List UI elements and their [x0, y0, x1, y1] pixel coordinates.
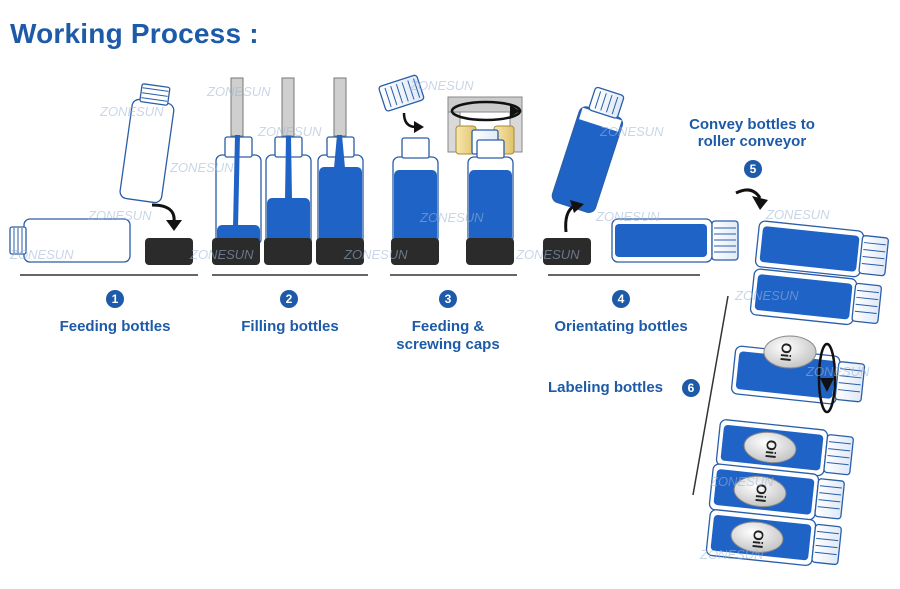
step1-label: Feeding bottles [59, 318, 171, 335]
step4-badge: 4 [612, 290, 630, 308]
step3-base-a [391, 238, 439, 265]
step4-base [543, 238, 591, 265]
step2-bottle-a [215, 135, 262, 246]
label-text-3: Oil [752, 483, 770, 503]
step4-bottle-tilted [551, 86, 625, 214]
roller-conveyor-line [692, 295, 729, 496]
step5-label-line1: Convey bottles to [689, 116, 815, 133]
step6-bottle-labeled-2 [708, 463, 845, 521]
step3-falling-cap [378, 74, 425, 112]
step5-bottle-a [754, 220, 889, 278]
step4-label: Orientating bottles [554, 318, 688, 335]
step3-label-line1: Feeding & [411, 318, 485, 335]
step6-rotate-arrow [817, 342, 837, 414]
step3-label-line2: screwing caps [396, 336, 500, 353]
step2-label: Filling bottles [241, 318, 339, 335]
step2-bottle-b [265, 135, 312, 246]
step3-bottle-capped [467, 139, 514, 244]
step1-arrow [151, 203, 176, 223]
step1-badge: 1 [106, 290, 124, 308]
step3-badge: 3 [439, 290, 457, 308]
step1-base [145, 238, 193, 265]
step6-bottle-labeling [730, 345, 866, 405]
page-title: Working Process : [10, 18, 259, 49]
step6-bottle-labeled-1 [715, 419, 854, 477]
step6-bottle-labeled-3 [705, 509, 842, 567]
step6-label: Labeling bottles [548, 379, 664, 396]
label-text-4: Oil [749, 529, 767, 549]
step6-badge: 6 [682, 379, 700, 397]
step5-label-line2: roller conveyor [697, 133, 807, 150]
step5-arrow [735, 188, 762, 199]
step2-base-a [212, 238, 260, 265]
step2-base-c [316, 238, 364, 265]
step1-bottle-lying [9, 218, 131, 263]
step6-label-sticker [763, 335, 817, 369]
step4-bottle-lying [611, 218, 739, 263]
step4-arrow [564, 204, 575, 233]
step2-base-b [264, 238, 312, 265]
step2-badge: 2 [280, 290, 298, 308]
step2-bottle-c [317, 135, 364, 246]
step1-bottle-falling [119, 83, 175, 204]
label-text-2: Oil [762, 439, 780, 459]
step2-fill-nozzles [230, 77, 347, 137]
step3-base-b [466, 238, 514, 265]
label-text-1: Oil [777, 342, 795, 362]
step5-bottle-b [749, 268, 882, 326]
step3-bottle-open [392, 137, 439, 244]
step5-badge: 5 [744, 160, 762, 178]
